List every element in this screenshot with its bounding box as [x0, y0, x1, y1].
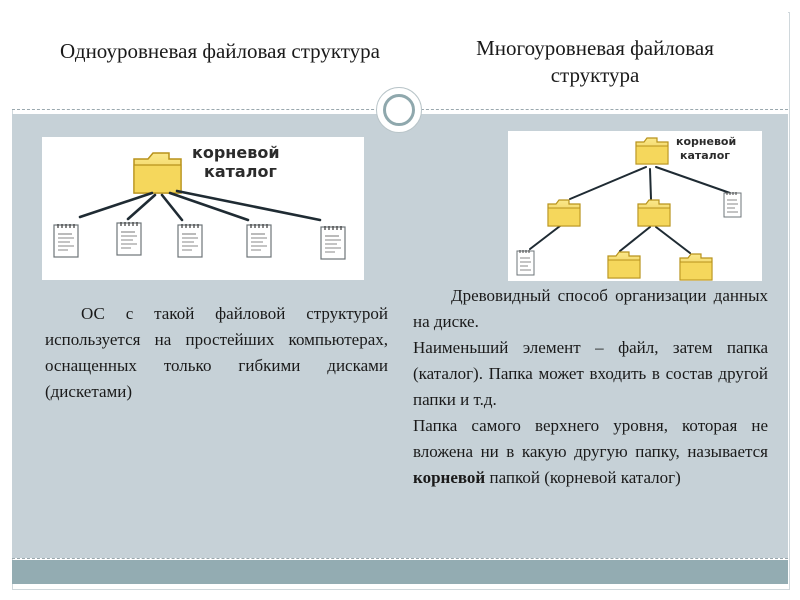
- file-icon: [516, 249, 535, 276]
- center-ornament-ring: [383, 94, 415, 126]
- right-title: Многоуровневая файловая структура: [476, 36, 714, 87]
- multi-level-diagram: корневой каталог: [508, 131, 762, 281]
- root-label-2: каталог: [204, 162, 277, 181]
- root-folder-icon: [635, 137, 669, 165]
- single-level-diagram: корневой каталог: [42, 137, 364, 280]
- root-folder-icon: [133, 152, 182, 194]
- root-label-1: корневой: [192, 143, 280, 162]
- right-para-3-end: папкой (корневой каталог): [485, 468, 681, 487]
- file-icon: [177, 223, 203, 258]
- file-icon: [116, 221, 142, 256]
- right-para-1: Древовидный способ организации данных на…: [413, 286, 768, 331]
- left-title: Одноуровневая файловая структура: [60, 39, 380, 63]
- right-para-3-start: Папка самого верхнего уровня, которая не…: [413, 416, 768, 461]
- file-icon: [246, 223, 272, 258]
- folder-icon: [547, 199, 581, 227]
- divider-bottom: [12, 558, 788, 559]
- root-label-1: корневой: [676, 135, 736, 148]
- file-icon: [723, 191, 742, 218]
- root-term: корневой: [413, 468, 486, 487]
- file-icon: [53, 223, 79, 258]
- right-para-2: Наименьший элемент – файл, затем папка (…: [413, 338, 768, 409]
- footer-bar: [12, 560, 788, 584]
- file-icon: [320, 225, 346, 260]
- root-label-2: каталог: [680, 149, 730, 162]
- right-description: Древовидный способ организации данных на…: [413, 283, 768, 491]
- folder-icon: [679, 253, 713, 281]
- left-description: ОС с такой файловой структурой используе…: [45, 304, 388, 401]
- folder-icon: [637, 199, 671, 227]
- folder-icon: [607, 251, 641, 279]
- right-para-3: Папка самого верхнего уровня, которая не…: [413, 413, 768, 491]
